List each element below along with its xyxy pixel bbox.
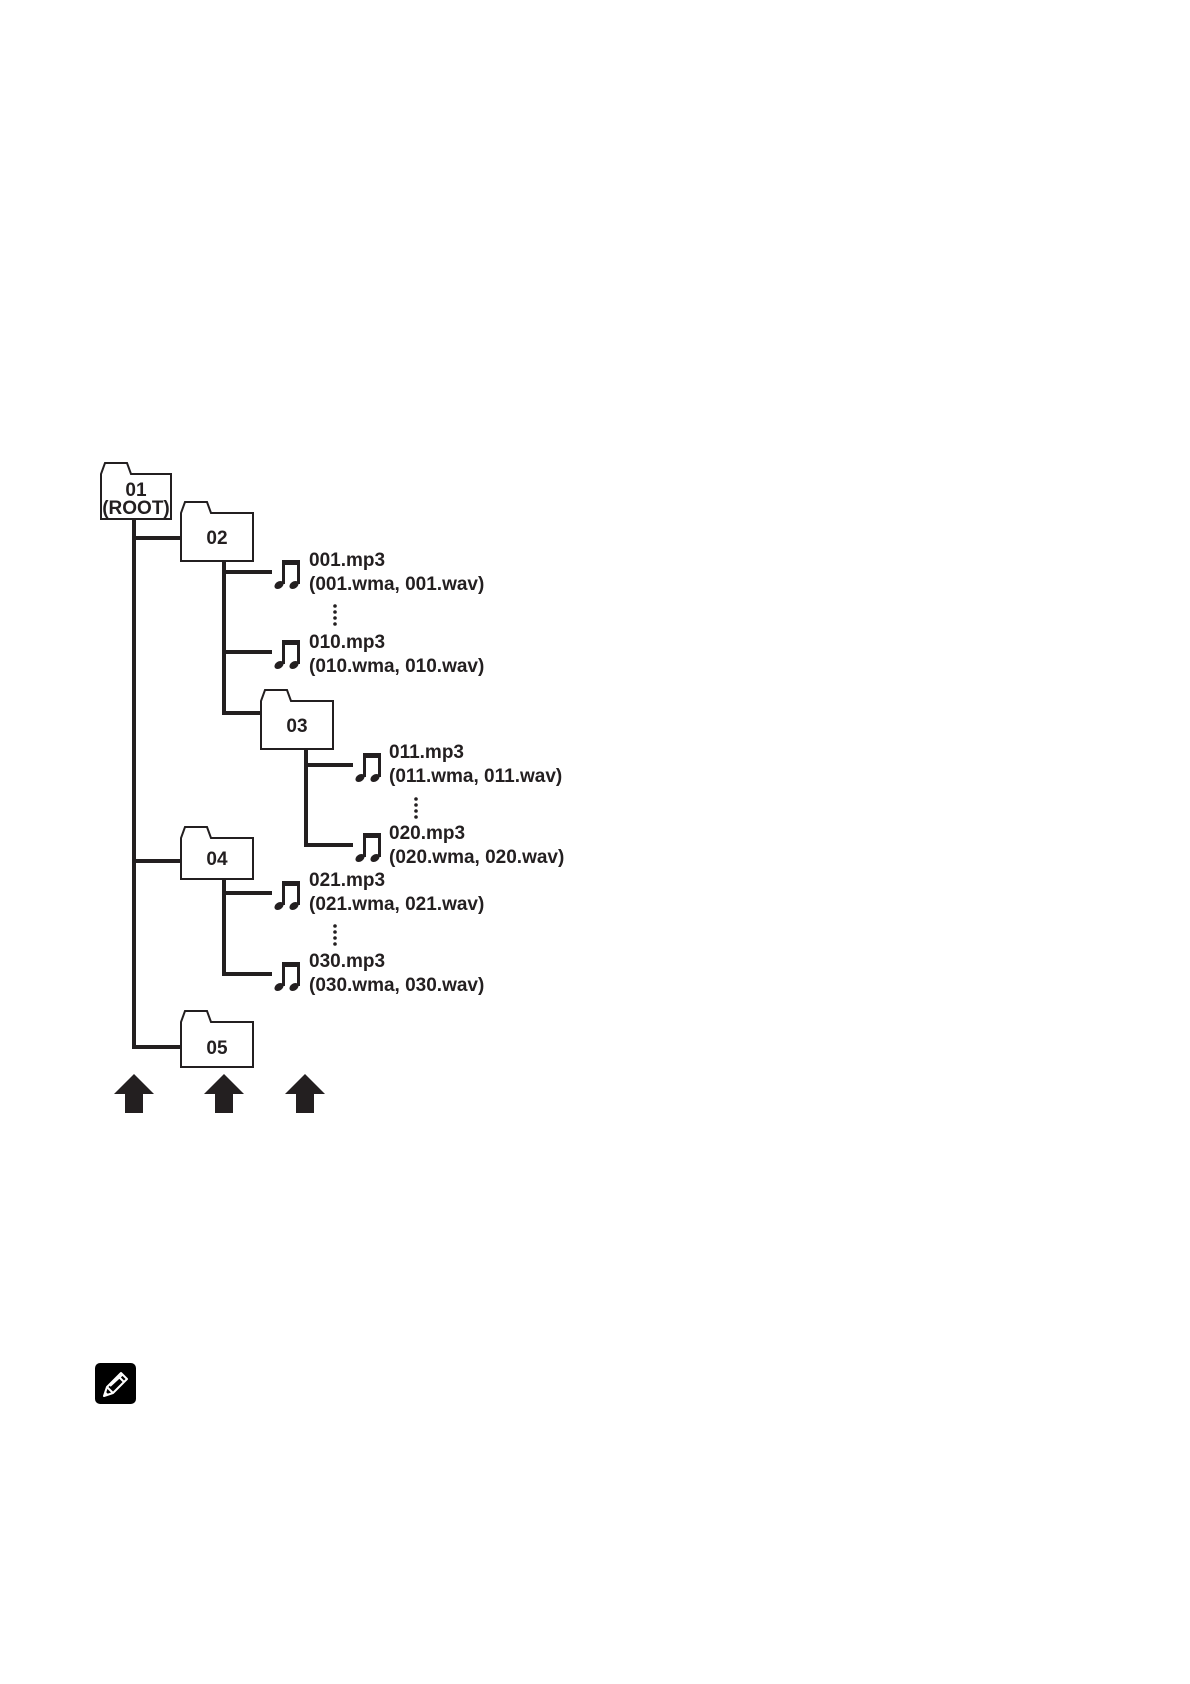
folder-label-03: 03 xyxy=(286,716,308,737)
file-name: 021.mp3 xyxy=(309,870,386,891)
file-name: 030.mp3 xyxy=(309,951,386,972)
file-name: 010.mp3 xyxy=(309,632,386,653)
file-name: 001.mp3 xyxy=(309,550,386,571)
file-name: 011.mp3 xyxy=(389,742,464,763)
file-alt-names: (010.wma, 010.wav) xyxy=(309,656,485,677)
music-note-icon xyxy=(272,560,301,591)
music-note-icon xyxy=(272,962,301,993)
up-arrow-icon xyxy=(114,1074,154,1113)
folder-icon-01 xyxy=(100,462,172,520)
folder-label-02: 02 xyxy=(206,528,228,549)
music-note-icon xyxy=(272,881,301,912)
file-alt-names: (011.wma, 011.wav) xyxy=(389,766,563,787)
up-arrow-icon xyxy=(204,1074,244,1113)
folder-root-label: (ROOT) xyxy=(102,498,170,519)
file-label-011: 011.mp3 (011.wma, 011.wav) xyxy=(389,741,562,789)
file-alt-names: (001.wma, 001.wav) xyxy=(309,574,485,595)
folder-number: 01 xyxy=(125,480,147,501)
file-alt-names: (030.wma, 030.wav) xyxy=(309,975,485,996)
folder-icon-05 xyxy=(180,1010,254,1068)
file-name: 020.mp3 xyxy=(389,823,466,844)
music-note-icon xyxy=(353,753,382,784)
pencil-icon xyxy=(95,1363,136,1404)
file-label-010: 010.mp3 (010.wma, 010.wav) xyxy=(309,631,484,679)
music-note-icon xyxy=(272,640,301,671)
file-label-021: 021.mp3 (021.wma, 021.wav) xyxy=(309,869,484,917)
ellipsis-dots xyxy=(414,797,418,819)
folder-label-05: 05 xyxy=(206,1038,228,1059)
file-label-020: 020.mp3 (020.wma, 020.wav) xyxy=(389,822,564,870)
file-label-001: 001.mp3 (001.wma, 001.wav) xyxy=(309,549,484,597)
up-arrow-icon xyxy=(285,1074,325,1113)
folder-label-04: 04 xyxy=(206,849,228,870)
file-alt-names: (021.wma, 021.wav) xyxy=(309,894,485,915)
file-alt-names: (020.wma, 020.wav) xyxy=(389,847,565,868)
music-note-icon xyxy=(353,833,382,864)
folder-icon-03 xyxy=(260,689,334,750)
folder-icon-04 xyxy=(180,826,254,880)
folder-label-01: 01 (ROOT) xyxy=(101,480,171,519)
ellipsis-dots xyxy=(333,924,337,946)
file-label-030: 030.mp3 (030.wma, 030.wav) xyxy=(309,950,484,998)
ellipsis-dots xyxy=(333,604,337,626)
folder-icon-02 xyxy=(180,501,254,562)
